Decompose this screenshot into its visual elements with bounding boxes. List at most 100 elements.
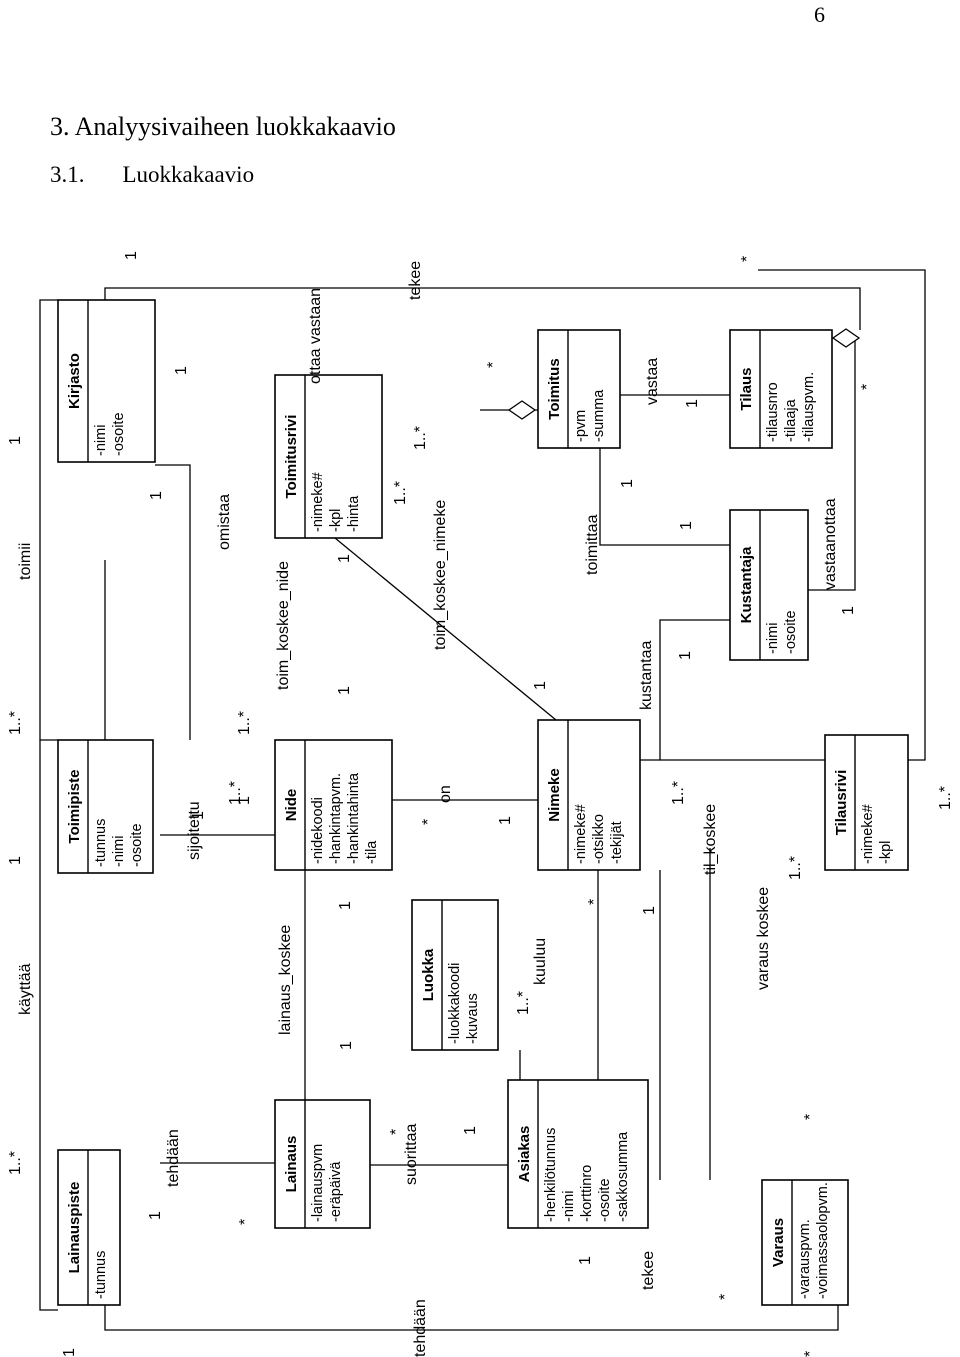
class-attribute: -tilausnro [765, 382, 781, 442]
class-attribute: -hankintahinta [346, 772, 362, 864]
multiplicity: * [485, 362, 502, 368]
class-toimipiste: Toimipiste-tunnus-nimi-osoite [57, 739, 154, 874]
multiplicity: 1 [619, 479, 636, 488]
multiplicity: * [859, 384, 876, 390]
class-attribute: -kpl [878, 841, 894, 864]
multiplicity: 1 [7, 436, 24, 445]
class-box [824, 734, 909, 871]
class-attribute: -tunnus [93, 819, 109, 867]
class-name: Asiakas [516, 1126, 533, 1183]
class-attribute: -nidekoodi [310, 797, 326, 864]
class-name: Kustantaja [738, 546, 755, 623]
class-attribute: -sakkosumma [615, 1131, 631, 1222]
multiplicity: 1 [61, 1348, 78, 1357]
multiplicity: 1..* [670, 781, 687, 805]
association-name: kuuluu [532, 938, 549, 985]
multiplicity: * [717, 1294, 734, 1300]
multiplicity: 1 [7, 856, 24, 865]
association-name: varaus koskee [755, 887, 772, 990]
class-name: Varaus [770, 1218, 787, 1267]
class-attribute: -hankintapvm. [328, 773, 344, 864]
section-heading: 3.1. Luokkakaavio [50, 162, 254, 188]
association-name: suorittaa [403, 1124, 420, 1185]
class-name: Toimitus [546, 358, 563, 419]
class-nide: Nide-nidekoodi-hankintapvm.-hankintahint… [274, 739, 393, 871]
association-name: toimii [17, 543, 34, 580]
association-line [334, 537, 557, 721]
association-line [104, 287, 861, 330]
class-attribute: -eräpäivä [328, 1161, 344, 1222]
class-luokka: Luokka-luokkakoodi-kuvaus [411, 899, 499, 1051]
class-attribute: -osoite [111, 412, 127, 456]
multiplicity: * [802, 1114, 819, 1120]
association-name: tekee [640, 1251, 657, 1290]
association-name: omistaa [216, 494, 233, 550]
multiplicity: 1 [641, 906, 658, 915]
multiplicity: 1..* [937, 786, 954, 810]
multiplicity: 1..* [7, 711, 24, 735]
class-attribute: -hinta [346, 495, 362, 532]
association-name: käyttää [17, 963, 34, 1015]
multiplicity: 1 [337, 901, 354, 910]
class-attribute: -tila [364, 840, 380, 864]
class-attribute: -tekijät [609, 821, 625, 864]
association-name: sijoitettu [186, 801, 203, 860]
class-name: Tilaus [738, 367, 755, 410]
association-line [640, 619, 730, 761]
class-box [274, 374, 383, 539]
multiplicity: 1..* [392, 481, 409, 505]
class-box [507, 1079, 649, 1229]
association-line [39, 1190, 58, 1311]
multiplicity: 1 [173, 366, 190, 375]
class-box [274, 1099, 371, 1229]
association-name: ottaa vastaan [307, 288, 324, 384]
class-attribute: -nimi [93, 425, 109, 456]
class-lainauspiste: Lainauspiste-tunnus [57, 1149, 121, 1306]
association-name: til_koskee [702, 804, 719, 875]
class-name: Toimitusrivi [283, 415, 300, 499]
class-box [411, 899, 499, 1051]
class-boxes: Lainauspiste-tunnus Toimipiste -tunnus -nim… [57, 299, 909, 1306]
class-attribute: -nimeke# [860, 804, 876, 864]
class-name: Toimipiste [66, 770, 83, 844]
multiplicity: 1 [236, 796, 253, 805]
class-toimitus: Toimitus-pvm-summa [537, 329, 621, 449]
class-attribute: -luokkakoodi [447, 963, 463, 1044]
multiplicity: 1..* [515, 991, 532, 1015]
association-name: toim_koskee_nimeke [432, 500, 449, 650]
multiplicity: * [586, 899, 603, 905]
multiplicity: 1..* [787, 856, 804, 880]
class-attribute: -nimeke# [573, 804, 589, 864]
multiplicity: 1 [840, 606, 857, 615]
section-number: 3.1. [50, 162, 85, 187]
class-tilaus: Tilaus-tilausnro-tilaaja-tilauspvm. [729, 329, 833, 449]
class-name: Nimeke [546, 768, 563, 821]
association-name: kustantaa [638, 641, 655, 710]
section-title: Luokkakaavio [122, 162, 255, 187]
association-line [155, 464, 191, 740]
association-name: lainaus_koskee [277, 925, 294, 1035]
multiplicity: * [802, 1351, 819, 1357]
multiplicity: 1..* [236, 711, 253, 735]
multiplicity: 1 [462, 1126, 479, 1135]
class-attribute: -nimeke# [310, 472, 326, 532]
class-name: Kirjasto [66, 353, 83, 409]
page-heading: 3. Analyysivaiheen luokkakaavio [50, 112, 396, 141]
class-name: Luokka [420, 948, 437, 1001]
multiplicity: 1 [147, 1211, 164, 1220]
multiplicity: 1 [123, 251, 140, 260]
class-attribute: -osoite [597, 1178, 613, 1222]
class-toimitusrivi: Toimitusrivi-nimeke#-kpl-hinta [274, 374, 383, 539]
multiplicity: 1..* [7, 1151, 24, 1175]
multiplicity: 1 [336, 554, 353, 563]
class-asiakas: Asiakas-henkilötunnus-nimi-korttinro-oso… [507, 1079, 649, 1229]
class-attribute: -tilauspvm. [801, 372, 817, 442]
association-name: vastaa [644, 358, 661, 405]
class-name: Lainaus [283, 1136, 300, 1193]
class-attribute: -lainauspvm [310, 1144, 326, 1222]
association-line [104, 1150, 839, 1331]
multiplicity: * [739, 256, 756, 262]
association-line [808, 338, 856, 591]
multiplicity: 1 [532, 681, 549, 690]
